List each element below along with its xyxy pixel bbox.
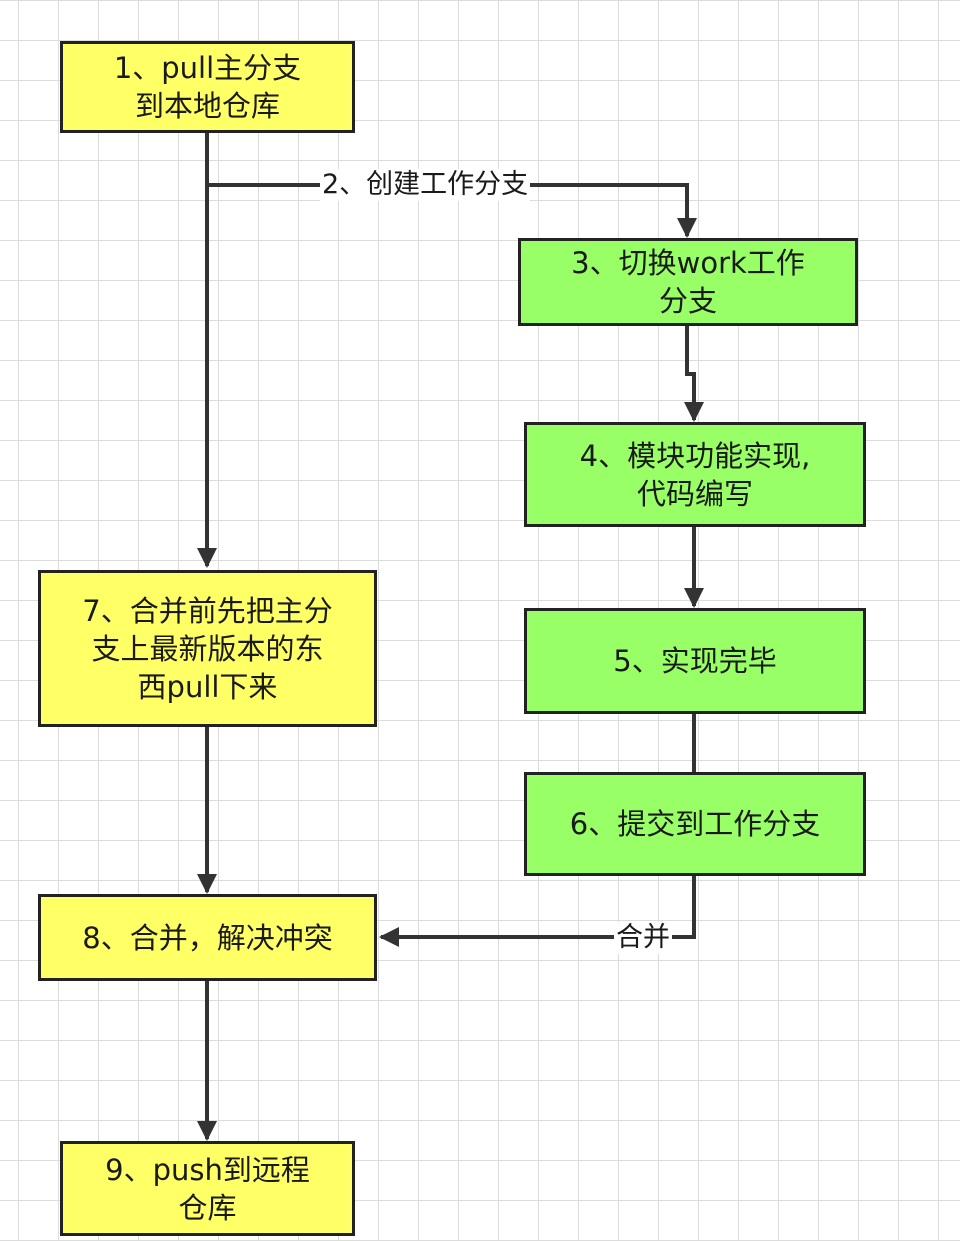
node-push-remote[interactable]: 9、push到远程 仓库 bbox=[60, 1141, 355, 1236]
edge-6-to-8 bbox=[379, 876, 696, 947]
node-switch-work-branch[interactable]: 3、切换work工作 分支 bbox=[518, 238, 858, 326]
node-pull-main-branch[interactable]: 1、pull主分支 到本地仓库 bbox=[60, 41, 355, 133]
node-implement-module[interactable]: 4、模块功能实现, 代码编写 bbox=[524, 422, 866, 527]
edge-3-to-4 bbox=[684, 326, 704, 422]
node-merge-resolve-conflicts[interactable]: 8、合并，解决冲突 bbox=[38, 894, 377, 981]
node-implementation-done[interactable]: 5、实现完毕 bbox=[524, 608, 866, 714]
node-pull-latest-main[interactable]: 7、合并前先把主分 支上最新版本的东 西pull下来 bbox=[38, 570, 377, 727]
edge-label-create-work-branch: 2、创建工作分支 bbox=[320, 169, 531, 201]
node-commit-to-work-branch[interactable]: 6、提交到工作分支 bbox=[524, 772, 866, 876]
edge-label-merge: 合并 bbox=[614, 922, 672, 954]
